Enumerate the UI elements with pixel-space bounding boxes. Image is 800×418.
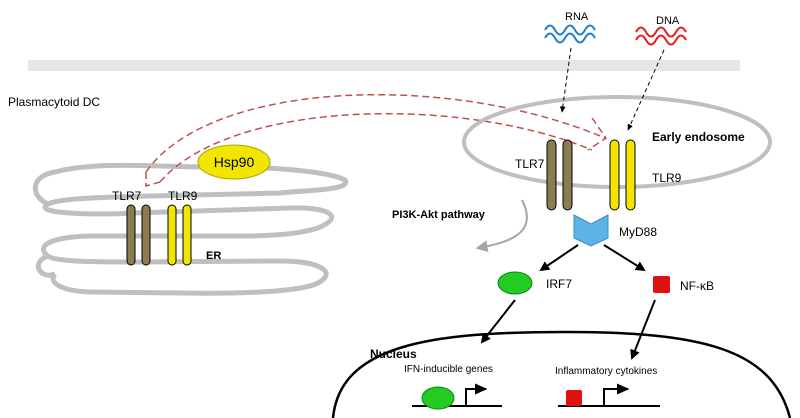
myd88-adaptor [573, 214, 609, 247]
tlr9-endosome-chain [625, 139, 636, 211]
tlr9-er-label: TLR9 [168, 189, 198, 203]
nfkb-label: NF-κB [680, 279, 714, 293]
nfkb-to-nucleus-arrow [630, 299, 656, 360]
tlr9-endosome-chain [609, 139, 620, 211]
trafficking-arrow [145, 93, 608, 187]
nucleus-envelope [331, 330, 792, 418]
irf7-label: IRF7 [546, 277, 572, 291]
hsp90-label: Hsp90 [214, 154, 255, 170]
tlr9-er-chain [182, 204, 192, 266]
tlr9-endosome-receptor [609, 139, 636, 211]
cell-type-label: Plasmacytoid DC [8, 95, 100, 109]
irf7-to-nucleus-arrow [480, 299, 516, 344]
plasma-membrane [28, 60, 740, 71]
nfkb-square [653, 276, 670, 293]
tlr7-endosome-chain [562, 139, 573, 211]
nfkb-bound-square [566, 390, 582, 406]
cytokine-transcription-arrow [603, 383, 630, 406]
myd88-to-nfkb-arrow [603, 244, 646, 272]
dna-squiggle [635, 26, 687, 46]
myd88-to-irf7-arrow [539, 244, 579, 272]
tlr9-er-chain [167, 204, 177, 266]
rna-entry-arrow [560, 47, 572, 113]
tlr7-endosome-receptor [546, 139, 573, 211]
tlr7-er-chain [141, 204, 151, 266]
tlr7-er-receptor [126, 204, 151, 266]
tlr9-endosome-label: TLR9 [652, 171, 682, 185]
nucleus-label: Nucleus [370, 347, 417, 361]
rna-label: RNA [565, 11, 589, 23]
er-label: ER [206, 250, 221, 262]
dna-entry-arrow [627, 49, 665, 131]
pi3k-akt-arrow [475, 199, 528, 253]
tlr7-er-chain [126, 204, 136, 266]
hsp90-oval [197, 144, 271, 180]
dna-label: DNA [656, 15, 680, 27]
pi3k-akt-label: PI3K-Akt pathway [392, 209, 486, 221]
tlr9-er-receptor [167, 204, 192, 266]
irf7-oval [497, 271, 533, 295]
ifn-transcription-arrow [465, 383, 488, 406]
myd88-label: MyD88 [619, 225, 657, 239]
rna-squiggle [544, 24, 596, 44]
tlr7-endosome-label: TLR7 [515, 157, 545, 171]
irf7-bound-oval [421, 386, 455, 410]
tlr7-er-label: TLR7 [112, 189, 142, 203]
inflammatory-cytokines-label: Inflammatory cytokines [555, 366, 657, 377]
ifn-genes-label: IFN-inducible genes [404, 364, 493, 375]
tlr7-endosome-chain [546, 139, 557, 211]
er-membrane [32, 162, 349, 296]
early-endosome-label: Early endosome [652, 130, 745, 144]
